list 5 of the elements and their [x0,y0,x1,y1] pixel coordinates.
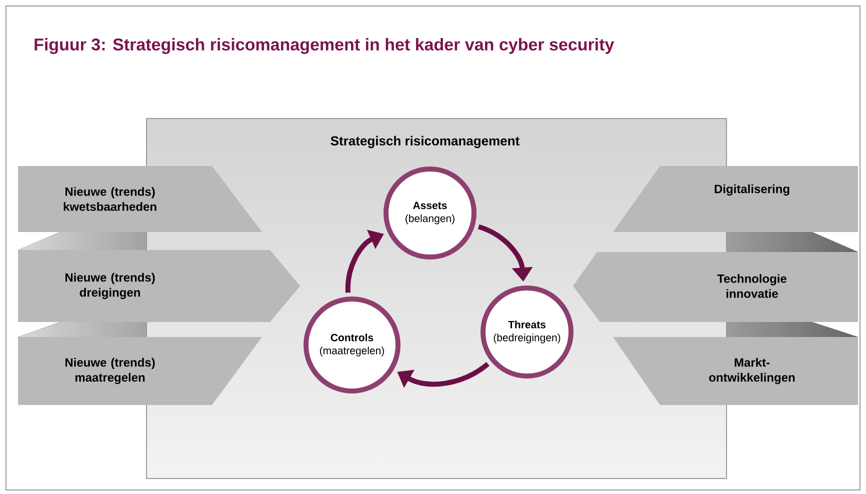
pointed-panel: Nieuwe (trends) dreigingen [18,250,300,322]
pointed-panel: Technologie innovatie [573,252,858,322]
pointed-panel: Nieuwe (trends) maatregelen [18,337,262,405]
pointed-panel: Nieuwe (trends) kwetsbaarheden [18,166,262,232]
title: Figuur 3: Strategisch risicomanagement in het kader van cyber security [34,38,614,54]
